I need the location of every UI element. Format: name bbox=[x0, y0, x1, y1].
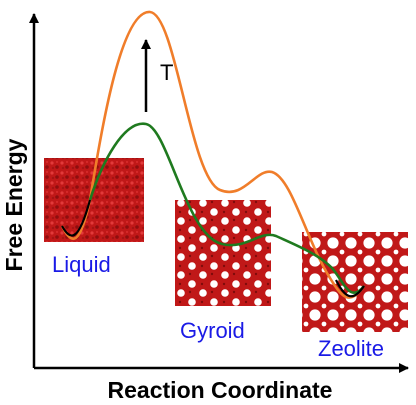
zeolite-label: Zeolite bbox=[318, 336, 384, 361]
zeolite-minimum-curve bbox=[335, 279, 365, 298]
zeolite-structure-image bbox=[302, 232, 408, 332]
liquid-minimum-curve bbox=[61, 199, 92, 237]
y-axis-label: Free Energy bbox=[1, 138, 27, 271]
liquid-label: Liquid bbox=[52, 252, 111, 277]
x-axis-label: Reaction Coordinate bbox=[108, 377, 333, 403]
gyroid-structure-image bbox=[175, 200, 271, 306]
high-temperature-curve bbox=[60, 10, 366, 299]
temperature-label: T bbox=[160, 60, 173, 85]
gyroid-label: Gyroid bbox=[180, 318, 245, 343]
low-temperature-curve bbox=[88, 122, 366, 294]
